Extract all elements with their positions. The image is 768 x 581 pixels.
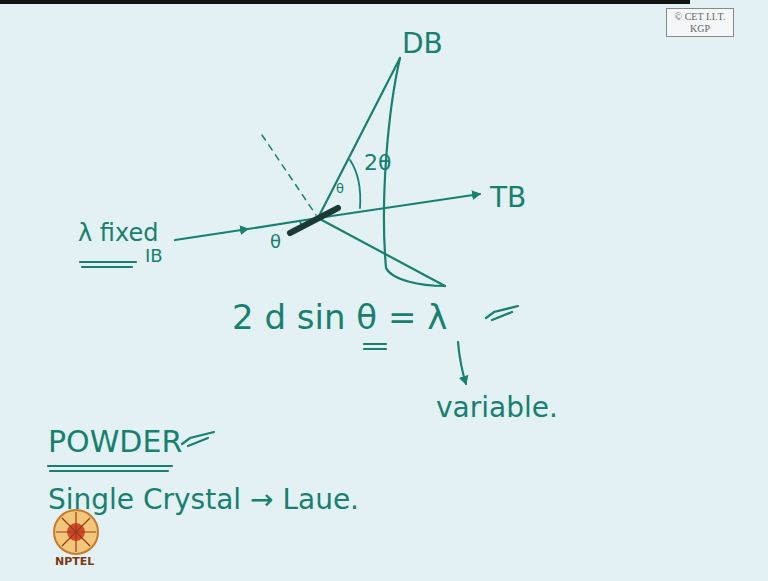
check-mark <box>486 306 518 320</box>
cone-base <box>384 58 445 286</box>
method-label: Single Crystal → Laue. <box>48 484 359 516</box>
underline <box>364 348 386 350</box>
plane-normal <box>262 135 316 215</box>
transmitted-beam <box>318 194 480 218</box>
underline <box>364 343 386 345</box>
underline <box>48 465 172 467</box>
watermark: © CET I.I.T. KGP <box>666 8 734 37</box>
method-label: POWDER <box>48 425 182 460</box>
underline <box>50 470 168 472</box>
beam-label: IB <box>145 246 163 267</box>
incident-beam <box>175 229 248 240</box>
check-mark <box>182 432 214 446</box>
note: variable. <box>436 392 558 424</box>
angle-label: θ <box>336 182 344 197</box>
pointer-arrow <box>458 342 466 384</box>
beam-label: DB <box>402 28 443 60</box>
nptel-logo <box>54 510 98 554</box>
logo-text: NPTEL <box>55 556 94 569</box>
underline <box>82 266 132 268</box>
wavelength-note: λ fixed <box>78 220 158 248</box>
angle-label: 2θ <box>364 150 391 175</box>
beam-label: TB <box>490 182 526 214</box>
diffraction-cone <box>318 218 445 286</box>
crystal-plane <box>290 208 338 233</box>
top-strip <box>0 0 690 4</box>
bragg-equation: 2 d sin θ = λ <box>232 298 447 337</box>
angle-arc <box>350 160 360 208</box>
angle-label: θ <box>270 232 281 253</box>
underline <box>80 261 136 263</box>
